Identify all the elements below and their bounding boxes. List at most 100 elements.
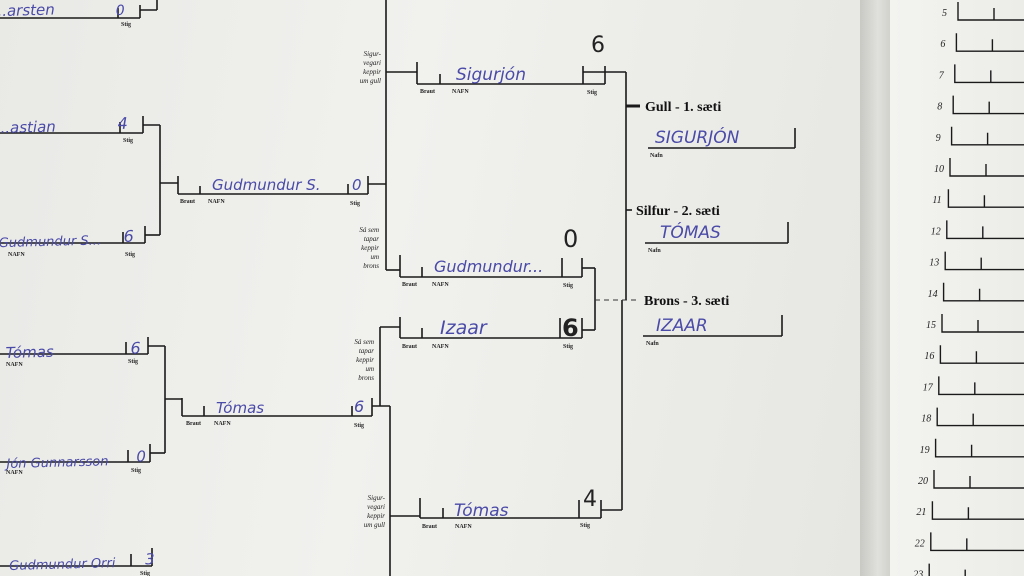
winner-note-b2: vegari <box>367 503 385 511</box>
right-row-line <box>955 33 1024 52</box>
stig-label: Stig <box>587 90 597 96</box>
winner-note-b4: um gull <box>364 521 385 529</box>
winner-note-1: Sigur- <box>364 50 382 58</box>
stig-label: Stig <box>123 138 133 144</box>
loser-note-b4: um <box>365 365 374 373</box>
stig-label: Stig <box>563 344 573 350</box>
loser-note-5: brons <box>363 262 379 270</box>
right-row-number: 17 <box>923 382 934 393</box>
semi-score-4: 4 <box>583 487 597 512</box>
winner-note-b3: keppir <box>367 512 385 520</box>
nafn-label: NAFN <box>208 199 225 205</box>
semi-name-3: Izaar <box>440 317 488 339</box>
mid-name-1: Gudmundur S. <box>212 176 321 194</box>
mid-score-1: 0 <box>352 176 362 194</box>
loser-note-b3: keppir <box>356 356 374 364</box>
semi-score-2: 0 <box>563 225 578 253</box>
mid-name-2: Tómas <box>216 399 264 417</box>
stig-label: Stig <box>354 423 364 429</box>
right-row-line <box>934 438 1024 458</box>
mid-score-2: 6 <box>354 397 364 416</box>
right-row-line <box>957 2 1024 21</box>
left-name-1: ...arsten <box>0 1 55 21</box>
sheet-gap <box>860 0 890 576</box>
winner-note-b1: Sigur- <box>368 494 386 502</box>
stig-label: Stig <box>121 22 131 28</box>
winner-note-4: um gull <box>360 77 381 85</box>
semi-name-2: Gudmundur... <box>434 257 543 276</box>
left-score-5: 0 <box>136 447 146 465</box>
right-row-line <box>954 64 1024 84</box>
nafn-label: NAFN <box>432 282 449 288</box>
stig-label: Stig <box>580 523 590 529</box>
loser-note-2: tapar <box>364 235 379 243</box>
right-row-line <box>949 158 1024 177</box>
right-row-line <box>941 314 1024 333</box>
right-row-number: 18 <box>921 414 931 425</box>
right-row-number: 23 <box>913 570 923 576</box>
right-row-line <box>952 95 1024 115</box>
left-score-2: 4 <box>117 114 128 133</box>
place-silver-name: TÓMAS <box>660 221 721 243</box>
right-row-line <box>946 220 1024 240</box>
place-gold-name: SIGURJÓN <box>655 126 740 148</box>
left-score-3: 6 <box>123 227 134 246</box>
braut-label: Braut <box>186 421 201 427</box>
stig-label: Stig <box>140 571 150 576</box>
nafn-small-label: Nafn <box>648 248 661 254</box>
right-row-line <box>950 126 1024 146</box>
nafn-label: NAFN <box>8 252 25 258</box>
right-row-line <box>930 532 1024 552</box>
semi-score-1: 6 <box>591 33 605 58</box>
winner-note-3: keppir <box>363 68 381 76</box>
place-silver-label: Silfur - 2. sæti <box>636 204 720 219</box>
stig-label: Stig <box>563 283 573 289</box>
right-row-number: 12 <box>931 226 941 237</box>
nafn-label: NAFN <box>6 470 23 476</box>
loser-note-3: keppir <box>361 244 379 252</box>
right-row-number: 11 <box>932 195 941 206</box>
place-bronze-name: IZAAR <box>656 316 708 336</box>
right-row-line <box>936 407 1024 427</box>
right-row-line <box>931 501 1024 520</box>
right-row-number: 5 <box>942 8 947 19</box>
left-score-4: 6 <box>130 338 141 357</box>
left-score-1: 0 <box>115 3 124 19</box>
left-name-6: Gudmundur Orri <box>9 556 116 574</box>
semi-name-4: Tómas <box>454 501 509 521</box>
left-score-6: 3 <box>145 550 155 568</box>
right-row-number: 13 <box>929 258 939 269</box>
braut-label: Braut <box>422 524 437 530</box>
loser-note-b5: brons <box>358 374 374 382</box>
right-row-number: 9 <box>936 133 941 144</box>
semi-score-3: 6 <box>562 314 579 342</box>
braut-label: Braut <box>402 344 417 350</box>
right-row-number: 8 <box>937 102 942 113</box>
right-row-number: 6 <box>940 39 945 50</box>
stig-label: Stig <box>128 359 138 365</box>
bracket-sheet <box>0 0 860 576</box>
right-row-line <box>938 376 1024 396</box>
right-row-number: 21 <box>916 507 926 518</box>
left-name-2: ...astian <box>0 118 56 138</box>
braut-label: Braut <box>420 89 435 95</box>
right-row-line <box>944 251 1024 271</box>
semi-name-1: Sigurjón <box>456 65 526 85</box>
loser-note-1: Sá sem <box>359 226 379 234</box>
braut-label: Braut <box>402 282 417 288</box>
winner-note-2: vegari <box>363 59 381 67</box>
braut-label: Braut <box>180 199 195 205</box>
right-row-line <box>933 470 1024 489</box>
left-name-3: Gudmundur S... <box>0 233 101 251</box>
stig-label: Stig <box>131 468 141 474</box>
nafn-label: NAFN <box>455 524 472 530</box>
right-row-number: 7 <box>939 70 945 81</box>
left-name-4: Tómas <box>5 343 54 362</box>
nafn-label: NAFN <box>432 344 449 350</box>
nafn-label: NAFN <box>6 362 23 368</box>
right-sheet <box>890 0 1024 576</box>
right-row-number: 14 <box>928 289 938 300</box>
nafn-label: NAFN <box>214 421 231 427</box>
loser-note-b2: tapar <box>359 347 374 355</box>
